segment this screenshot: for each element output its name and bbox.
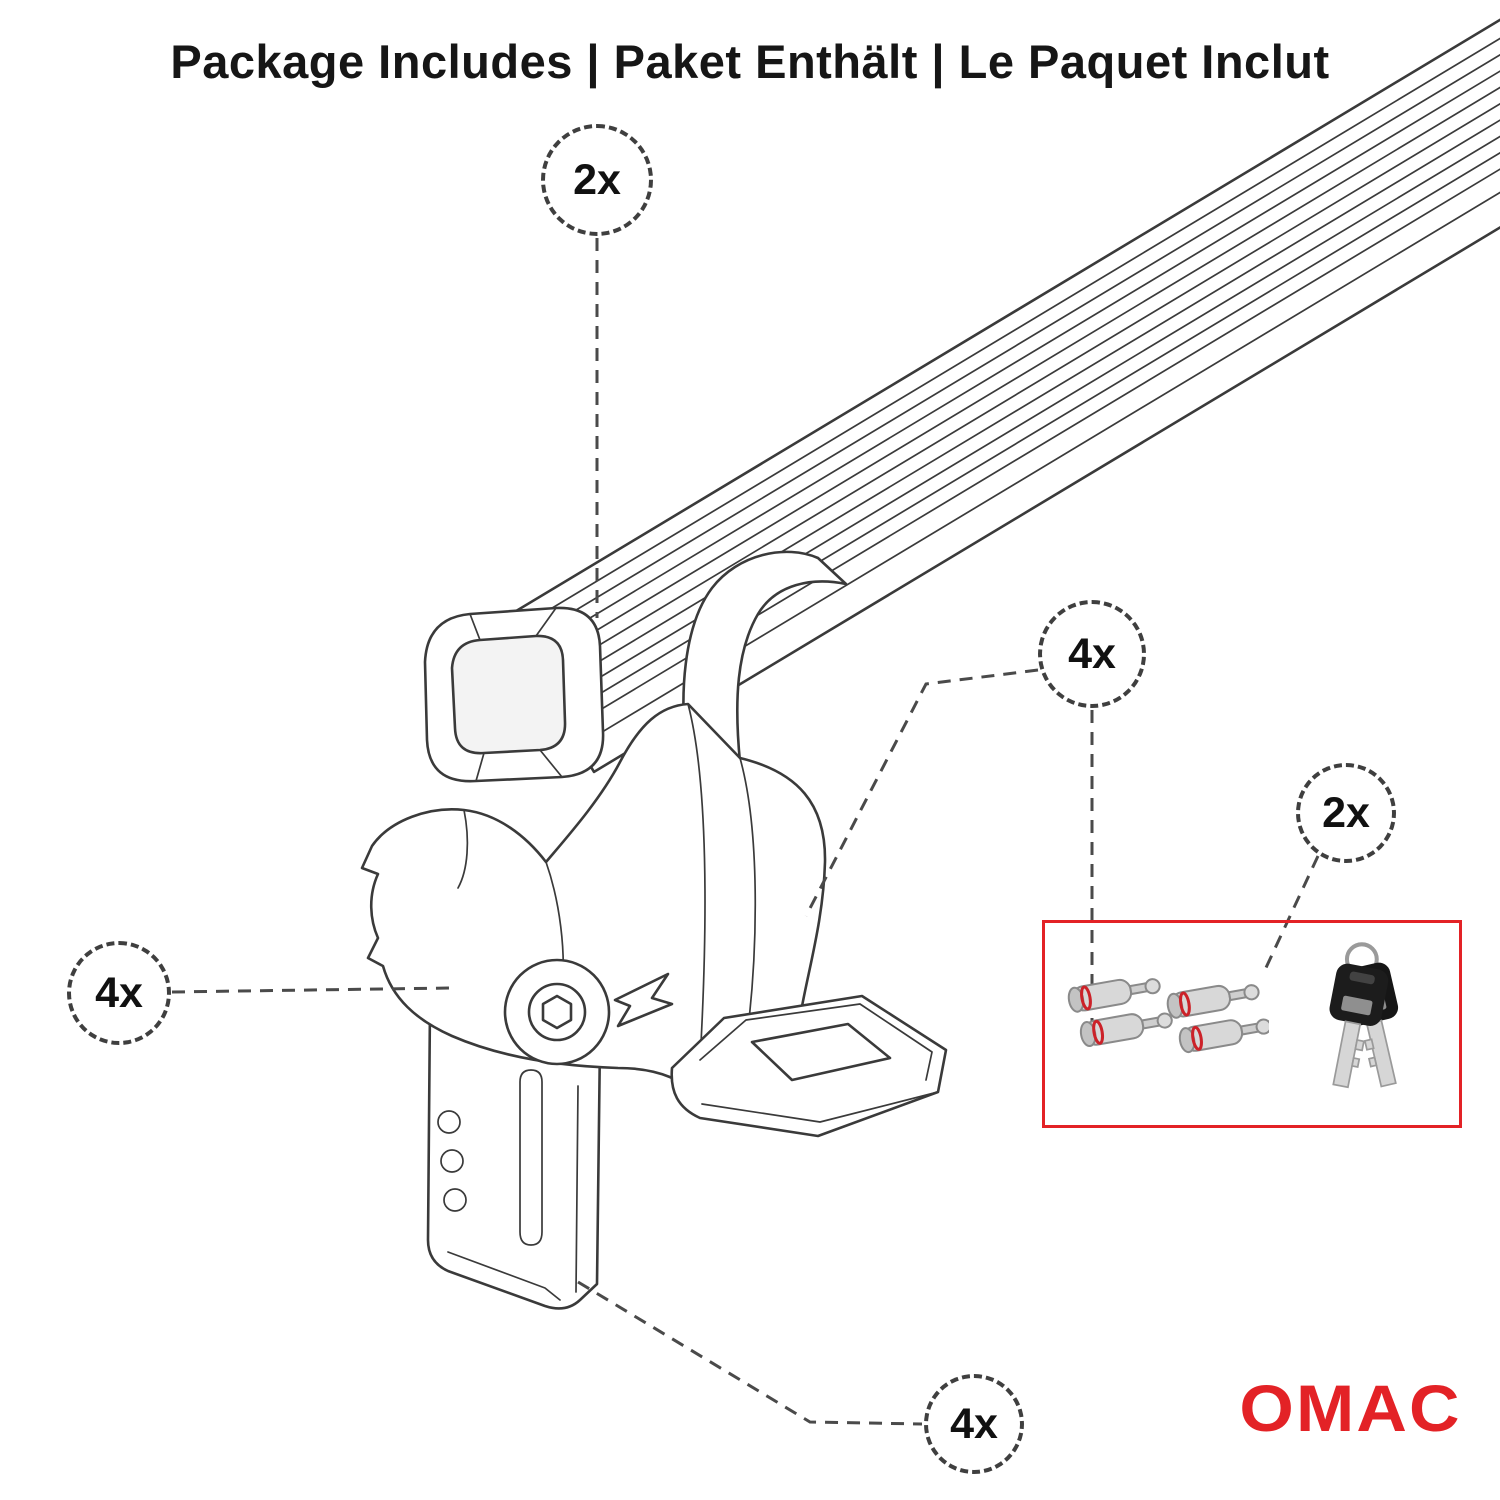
callout-lock-cylinders-label: 4x (1068, 629, 1116, 678)
hex-socket-icon (541, 994, 573, 1030)
hardware-box (1042, 920, 1462, 1128)
clamp-bracket-drawing (426, 1003, 602, 1310)
end-cap-drawing (423, 606, 605, 783)
foot-upper-jaw-drawing (682, 550, 848, 764)
callout-clamp-qty: 4x (924, 1374, 1024, 1474)
callout-crossbar-label: 2x (573, 155, 621, 204)
leader-foot (171, 986, 453, 994)
leader-lock-to-foot (804, 668, 1039, 917)
leader-clamp (577, 1280, 923, 1426)
callout-foot-label: 4x (95, 968, 143, 1017)
lock-cylinder-icon (1166, 983, 1260, 1019)
keys-image (1329, 942, 1399, 1089)
lock-cylinders-image (1067, 977, 1269, 1053)
lock-cylinder-icon (1079, 1011, 1173, 1047)
callout-keys-label: 2x (1322, 788, 1370, 837)
callout-foot-qty: 4x (67, 941, 171, 1045)
page-title: Package Includes | Paket Enthält | Le Pa… (170, 35, 1330, 88)
callout-clamp-label: 4x (950, 1399, 998, 1448)
key-icon (1329, 963, 1389, 1089)
mounting-foot-drawing (360, 702, 827, 1106)
callout-keys-qty: 2x (1296, 763, 1396, 863)
lock-cylinder-icon (1178, 1018, 1269, 1053)
pointer-arrow-icon (613, 972, 674, 1028)
base-pad-drawing (670, 994, 948, 1138)
leader-lines (171, 238, 1320, 1426)
lock-cylinder-icon (1067, 977, 1161, 1013)
omac-logo: OMAC (1239, 1371, 1462, 1445)
callout-crossbar-qty: 2x (541, 124, 653, 236)
callout-lock-cylinders-qty: 4x (1038, 600, 1146, 708)
crossbar-drawing (501, 0, 1500, 774)
